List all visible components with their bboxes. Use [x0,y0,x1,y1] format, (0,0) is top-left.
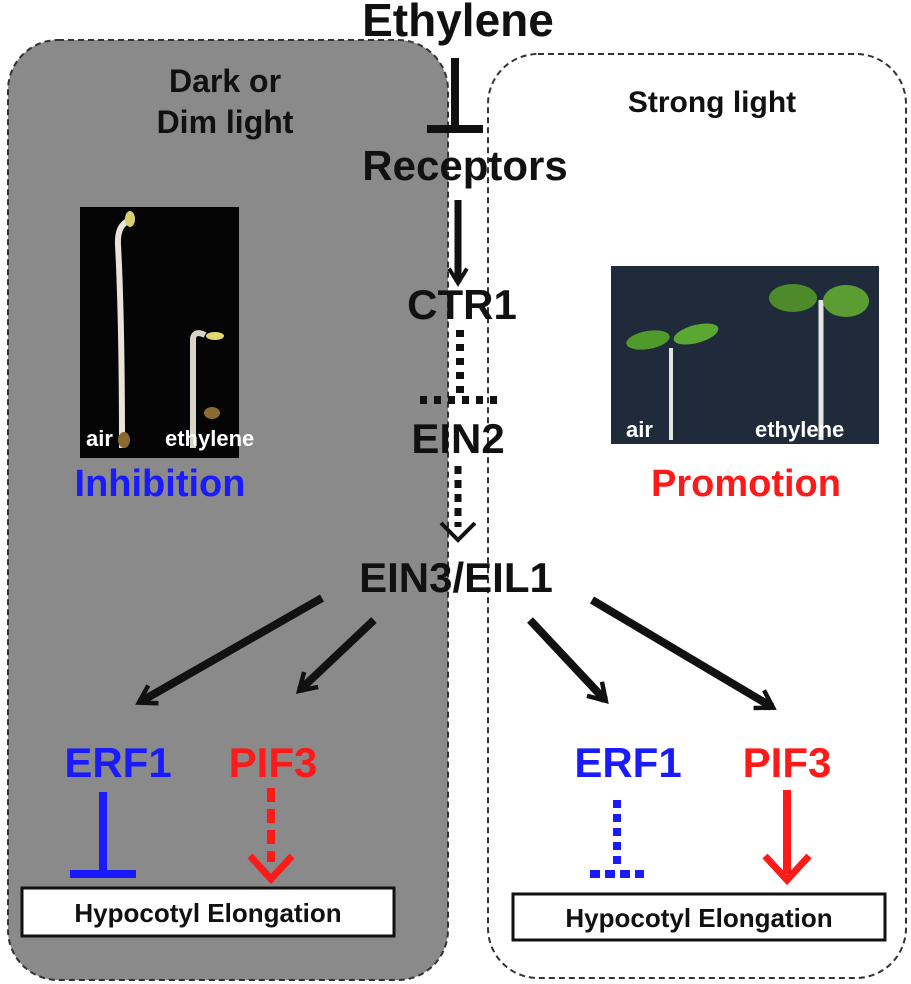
light-photo-air-label: air [626,417,653,442]
ein3-eil1-label: EIN3/EIL1 [359,554,553,601]
right-output-box [511,892,887,942]
left-heading-line2: Dim light [157,104,294,140]
right-output-label: Hypocotyl Elongation [565,903,832,933]
right-heading: Strong light [628,86,796,119]
ein2-arrowhead [439,521,477,543]
dark-photo-air-label: air [86,426,113,451]
right-pif3-label: PIF3 [743,739,832,786]
promotion-label: Promotion [651,463,841,505]
right-pif3-arrowhead [762,853,812,886]
ein3-to-left-erf1-arrow [135,594,324,706]
light-panel [487,53,907,979]
left-pif3-label: PIF3 [229,739,318,786]
ein3-to-left-pif3-arrow [295,617,377,694]
left-pif3-arrowhead [247,853,295,885]
dark-photo-ethylene-label: ethylene [165,426,254,451]
ein3-to-right-erf1-arrow [527,617,609,705]
ethylene-title: Ethylene [362,0,554,46]
left-erf1-label: ERF1 [64,739,171,786]
left-output-box [20,886,396,938]
dark-seedling-photo: air ethylene [80,207,254,458]
ein2-label: EIN2 [411,415,504,462]
inhibition-label: Inhibition [75,463,246,505]
ein3-to-right-pif3-arrow [589,596,777,711]
left-heading-line1: Dark or [169,63,281,99]
left-output-label: Hypocotyl Elongation [74,898,341,928]
receptors-label: Receptors [362,142,567,189]
light-seedling-photo: air ethylene [611,266,879,444]
light-photo-ethylene-label: ethylene [755,417,844,442]
right-erf1-label: ERF1 [574,739,681,786]
ctr1-label: CTR1 [407,281,517,328]
